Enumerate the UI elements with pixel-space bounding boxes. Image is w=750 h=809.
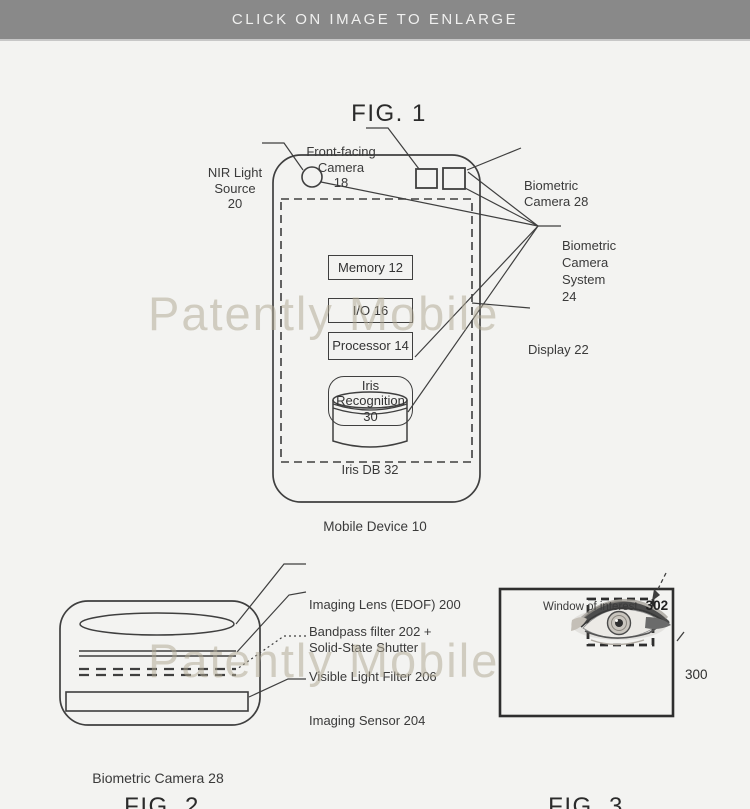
eye-lower-crease xyxy=(591,640,644,645)
imaging-lens-label: Imaging Lens (EDOF) 200 xyxy=(309,597,461,613)
fig2-title: FIG. 2 xyxy=(87,793,237,809)
processor-box: Processor 14 xyxy=(328,332,413,360)
imaging-lens-ellipse xyxy=(80,613,234,635)
visible-light-filter-label: Visible Light Filter 206 xyxy=(309,669,437,685)
nir-leader-line xyxy=(262,143,303,170)
biometric-camera-leader-line xyxy=(467,148,521,170)
eye-outer-corner xyxy=(645,617,671,629)
bandpass-filter-label: Bandpass filter 202 + Solid-State Shutte… xyxy=(309,624,432,655)
iris-recognition-box: Iris Recognition 30 xyxy=(328,376,413,426)
front-facing-camera-label: Front-facing Camera 18 xyxy=(303,144,379,191)
mobile-device-label: Mobile Device 10 xyxy=(300,519,450,535)
imaging-sensor-rect xyxy=(66,692,248,711)
ref-302: 302 xyxy=(646,598,669,614)
sensor-leader-line xyxy=(249,679,306,697)
system-ray-iris-db xyxy=(408,226,538,412)
fig2-leader-lines xyxy=(236,564,306,697)
window-of-interest-label: Window of interest 302 xyxy=(543,598,668,615)
display-label: Display 22 xyxy=(528,342,589,358)
system-ray-iris-recognition xyxy=(415,226,538,357)
camera-body-outline xyxy=(60,601,260,725)
bandpass-leader-line xyxy=(237,592,306,652)
fig1-title: FIG. 1 xyxy=(309,100,469,129)
biometric-camera-label: Biometric Camera 28 xyxy=(524,178,588,209)
io-box: I/O 16 xyxy=(328,298,413,323)
ref-300: 300 xyxy=(685,667,708,683)
eye-glint xyxy=(615,619,618,622)
memory-box: Memory 12 xyxy=(328,255,413,280)
window-of-interest-text: Window of interest xyxy=(543,601,638,615)
imaging-sensor-label: Imaging Sensor 204 xyxy=(309,713,425,729)
header-title: CLICK ON IMAGE TO ENLARGE xyxy=(232,11,518,28)
header-bar: CLICK ON IMAGE TO ENLARGE xyxy=(0,0,750,41)
phone-outline xyxy=(273,155,480,502)
fig3-title: FIG. 3 xyxy=(511,793,661,809)
front-camera-square xyxy=(416,169,437,188)
iris-db-label: Iris DB 32 xyxy=(333,462,407,478)
biometric-camera-caption: Biometric Camera 28 xyxy=(78,770,238,787)
patent-figure-image[interactable]: FIG. 1 NIR Light Source 20 Front-facing … xyxy=(0,41,750,809)
biometric-camera-system-label: Biometric Camera System 24 xyxy=(562,238,616,306)
ref-300-tick xyxy=(677,632,684,641)
biometric-camera-square xyxy=(443,168,465,189)
nir-light-source-label: NIR Light Source 20 xyxy=(203,165,267,212)
